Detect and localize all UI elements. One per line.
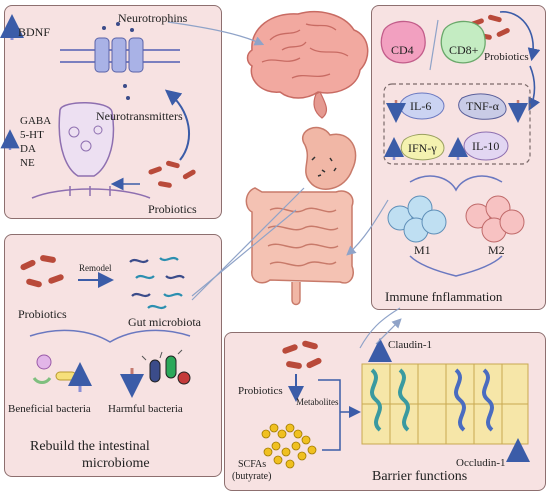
neurotrophins-label: Neurotrophins (118, 11, 188, 25)
harmful-bacteria-label: Harmful bacteria (108, 403, 183, 415)
brain-icon (246, 11, 369, 119)
cd8-label: CD8+ (449, 43, 479, 57)
probiotics-label-barrier: Probiotics (238, 385, 283, 397)
probiotics-label-microbiome: Probiotics (18, 307, 67, 321)
receptor-channel-icon (60, 22, 180, 100)
ifn-label: IFN-γ (408, 141, 437, 155)
claudin-label: Claudin-1 (388, 339, 432, 351)
bdnf-label: BDNF (18, 25, 51, 39)
gut-microbiota-label: Gut microbiota (128, 315, 201, 329)
gut-microbiota-icon (129, 256, 185, 310)
microbiome-title-line2: microbiome (82, 456, 150, 471)
m2-label: M2 (488, 243, 505, 257)
microbiome-title-line1: Rebuild the intestinal (30, 439, 150, 454)
il6-label: IL-6 (410, 99, 432, 113)
cytokine-blobs (399, 92, 509, 161)
probiotics-label-immune: Probiotics (484, 51, 529, 63)
barrier-title: Barrier functions (372, 469, 468, 484)
tnf-label: TNF-α (466, 99, 499, 113)
intestine-icon (245, 126, 357, 306)
immune-title: Immune fnflammation (385, 289, 503, 304)
transmitter-5ht: 5-HT (20, 129, 44, 141)
il10-label: IL-10 (472, 139, 500, 153)
scfas-label-line1: SCFAs (238, 459, 267, 470)
m1-label: M1 (414, 243, 431, 257)
metabolites-label: Metabolites (296, 397, 339, 407)
occludin-label: Occludin-1 (456, 457, 506, 469)
epithelium-icon (361, 363, 529, 445)
neurotransmitters-label: Neurotransmitters (96, 109, 183, 123)
butyrate-chain-icon (261, 423, 317, 469)
bacteria-icon (20, 14, 510, 369)
transmitter-gaba: GABA (20, 115, 52, 127)
probiotics-label-neuro: Probiotics (148, 202, 197, 216)
harmful-bacteria-icon (141, 349, 191, 385)
scfas-label-line2: (butyrate) (232, 471, 272, 482)
beneficial-bacteria-icon (32, 354, 77, 384)
immune-cell-icon (387, 195, 525, 243)
transmitter-da: DA (20, 143, 36, 155)
immune-cells-t (380, 19, 486, 71)
remodel-label: Remodel (79, 263, 112, 273)
transmitter-ne: NE (20, 157, 35, 169)
beneficial-bacteria-label: Beneficial bacteria (8, 403, 91, 415)
cd4-label: CD4 (391, 43, 414, 57)
neuron-synapse-icon (31, 102, 151, 199)
